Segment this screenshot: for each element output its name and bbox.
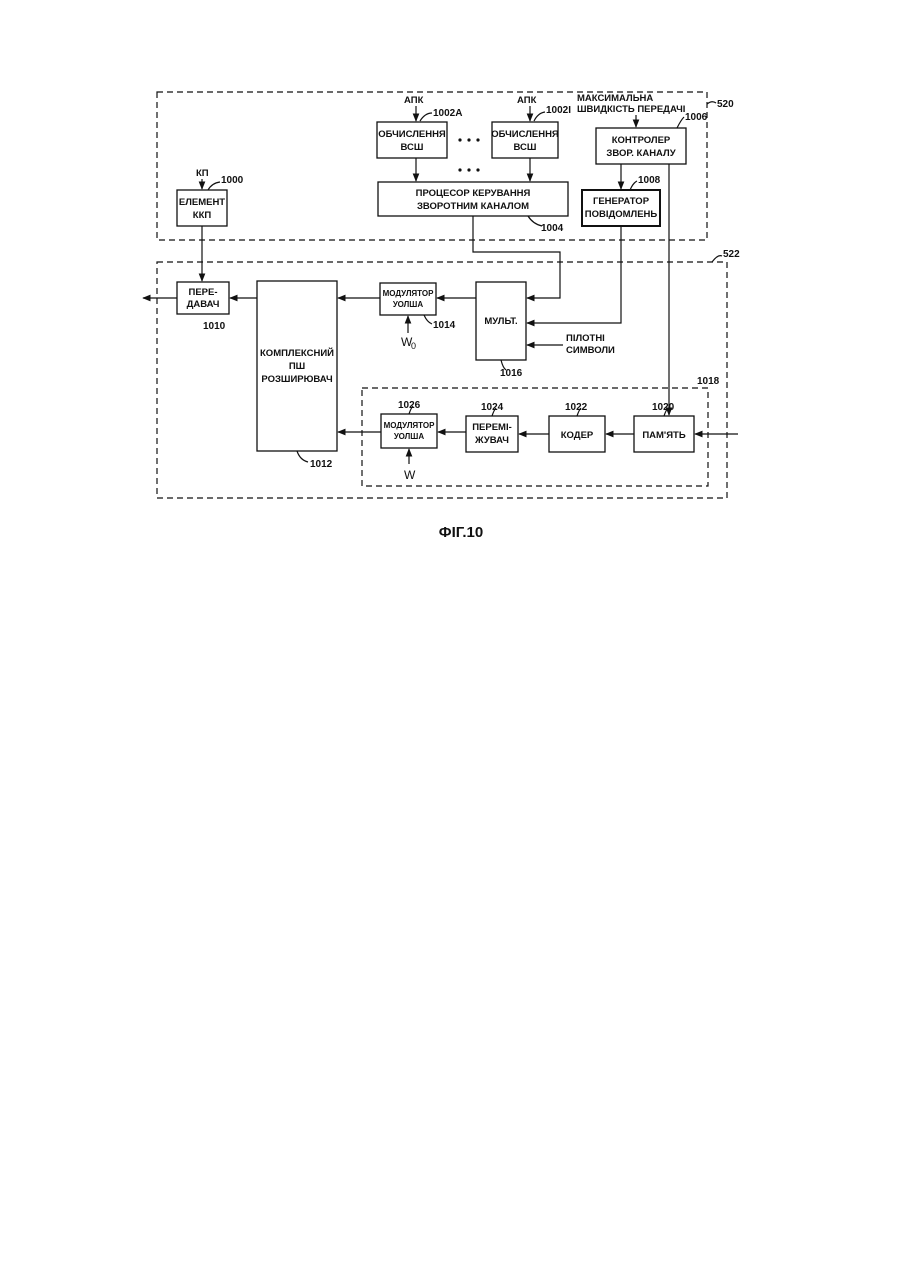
ref-1006: 1006 <box>685 112 708 123</box>
ref-1010: 1010 <box>203 321 226 332</box>
interleaver-label-1: ПЕРЕМІ- <box>472 422 512 433</box>
walsh2-label-2: УОЛША <box>394 432 424 441</box>
memory-label: ПАМ'ЯТЬ <box>642 430 685 441</box>
leader-1012 <box>297 451 308 462</box>
walsh-modulator-2-block <box>381 414 437 448</box>
tx-label-1: ПЕРЕ- <box>188 287 217 298</box>
leader-1002a <box>420 113 432 121</box>
leader-1014 <box>424 315 432 324</box>
msg-label-1: ГЕНЕРАТОР <box>593 196 650 207</box>
ellipsis-dot <box>467 138 470 141</box>
ref-1008: 1008 <box>638 175 661 186</box>
leader-1008 <box>630 181 637 190</box>
interleaver-label-2: ЖУВАЧ <box>474 435 509 446</box>
snr-i-label-2: ВСШ <box>514 142 537 153</box>
ref-1004: 1004 <box>541 223 564 234</box>
figure-caption: ФІГ.10 <box>439 524 483 541</box>
ref-1018: 1018 <box>697 376 720 387</box>
kkp-label-2: ККП <box>193 210 212 221</box>
ctrl-label-1: КОНТРОЛЕР <box>612 135 671 146</box>
proc-label-1: ПРОЦЕСОР КЕРУВАННЯ <box>416 188 531 199</box>
ref-520: 520 <box>717 99 734 110</box>
ellipsis-dot <box>476 168 479 171</box>
ref-1020: 1020 <box>652 402 675 413</box>
leader-1000 <box>208 182 220 190</box>
walsh1-label-1: МОДУЛЯТОР <box>383 289 435 298</box>
apc-i-input-label: АПК <box>517 95 537 106</box>
snr-a-label-1: ОБЧИСЛЕННЯ <box>378 129 446 140</box>
tx-label-2: ДАВАЧ <box>187 299 220 310</box>
snr-i-label-1: ОБЧИСЛЕННЯ <box>491 129 559 140</box>
spreader-label-2: ПШ <box>289 361 305 372</box>
ref-522: 522 <box>723 249 740 260</box>
ellipsis-dot <box>458 168 461 171</box>
ref-1026: 1026 <box>398 400 421 411</box>
mux-label: МУЛЬТ. <box>484 316 517 327</box>
spreader-label-1: КОМПЛЕКСНИЙ <box>260 347 334 359</box>
pilot-label-2: СИМВОЛИ <box>566 345 615 356</box>
msg-label-2: ПОВІДОМЛЕНЬ <box>585 209 658 220</box>
w-label: W <box>404 468 416 482</box>
leader-522 <box>712 256 722 262</box>
ellipsis-dot <box>467 168 470 171</box>
leader-1002i <box>534 112 545 121</box>
ref-1002i: 1002I <box>546 105 571 116</box>
walsh-modulator-1-block <box>380 283 436 315</box>
walsh1-label-2: УОЛША <box>393 300 423 309</box>
ref-1024: 1024 <box>481 402 504 413</box>
ref-1000: 1000 <box>221 175 244 186</box>
ref-1022: 1022 <box>565 402 588 413</box>
ref-1014: 1014 <box>433 320 456 331</box>
coder-label: КОДЕР <box>561 430 594 441</box>
leader-1006 <box>677 117 684 128</box>
ref-1012: 1012 <box>310 459 333 470</box>
snr-a-label-2: ВСШ <box>401 142 424 153</box>
ref-1002a: 1002A <box>433 108 462 119</box>
ref-1016: 1016 <box>500 368 523 379</box>
kkp-label-1: ЕЛЕМЕНТ <box>179 197 225 208</box>
spreader-label-3: РОЗШИРЮВАЧ <box>261 374 333 385</box>
ellipsis-dot <box>458 138 461 141</box>
max-rate-label-1: МАКСИМАЛЬНА <box>577 93 653 104</box>
leader-520 <box>707 102 716 104</box>
ctrl-label-2: ЗВОР. КАНАЛУ <box>606 148 675 159</box>
ellipsis-dot <box>476 138 479 141</box>
proc-label-2: ЗВОРОТНИМ КАНАЛОМ <box>417 201 529 212</box>
w0-subscript: 0 <box>411 341 416 351</box>
pilot-label-1: ПІЛОТНІ <box>566 333 605 344</box>
walsh2-label-1: МОДУЛЯТОР <box>384 421 436 430</box>
kp-input-label: КП <box>196 168 209 179</box>
max-rate-label-2: ШВИДКІСТЬ ПЕРЕДАЧІ <box>577 104 685 115</box>
apc-a-input-label: АПК <box>404 95 424 106</box>
leader-1004 <box>528 216 542 226</box>
